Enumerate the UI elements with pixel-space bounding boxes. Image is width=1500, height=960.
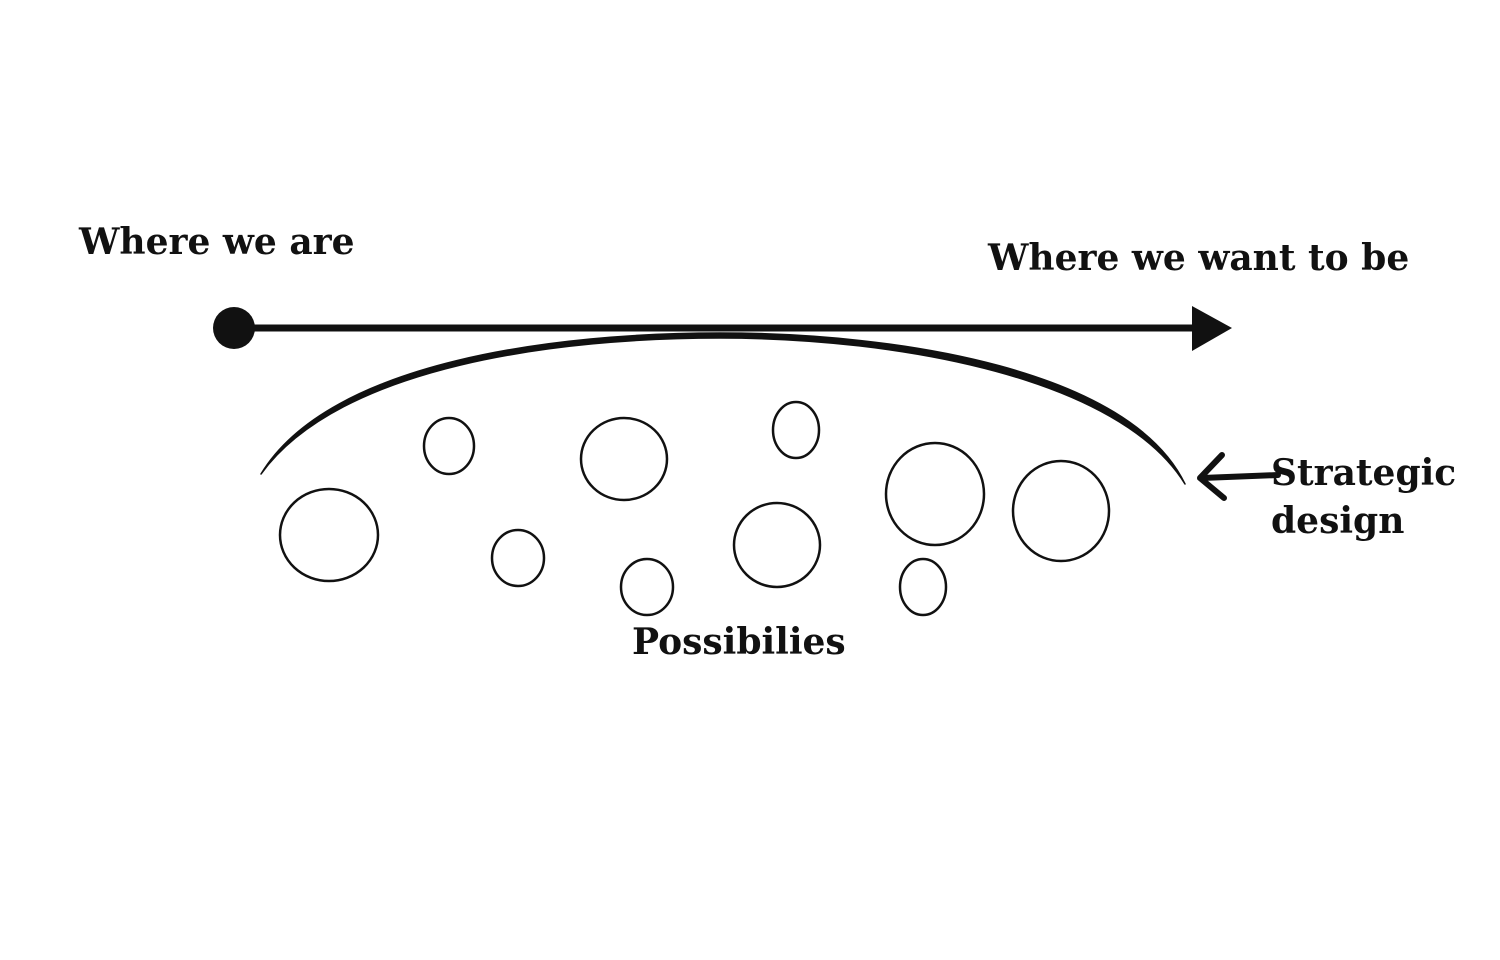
pointer-arrow-icon	[1197, 452, 1281, 501]
desired-state-label: Where we want to be	[988, 237, 1410, 279]
strategic-design-label-line2: design	[1271, 500, 1405, 542]
possibility-circle	[1011, 459, 1111, 563]
possibilities-cluster	[278, 400, 1111, 617]
possibility-circle	[619, 557, 675, 617]
strategic-design-arc	[260, 332, 1186, 485]
possibility-circle	[490, 528, 546, 588]
possibility-circle	[771, 400, 821, 460]
current-state-label: Where we are	[79, 221, 355, 263]
possibility-circle	[732, 501, 822, 589]
possibility-circle	[579, 416, 669, 502]
journey-arrowhead	[1192, 306, 1232, 351]
possibility-circle	[422, 416, 476, 476]
possibility-circle	[278, 487, 380, 583]
possibility-circle	[898, 557, 948, 617]
strategic-design-label-line1: Strategic	[1271, 452, 1457, 494]
possibility-circle	[884, 441, 986, 547]
possibilities-label: Possibilies	[632, 621, 846, 663]
strategic-design-label: Strategic design	[1271, 449, 1471, 545]
